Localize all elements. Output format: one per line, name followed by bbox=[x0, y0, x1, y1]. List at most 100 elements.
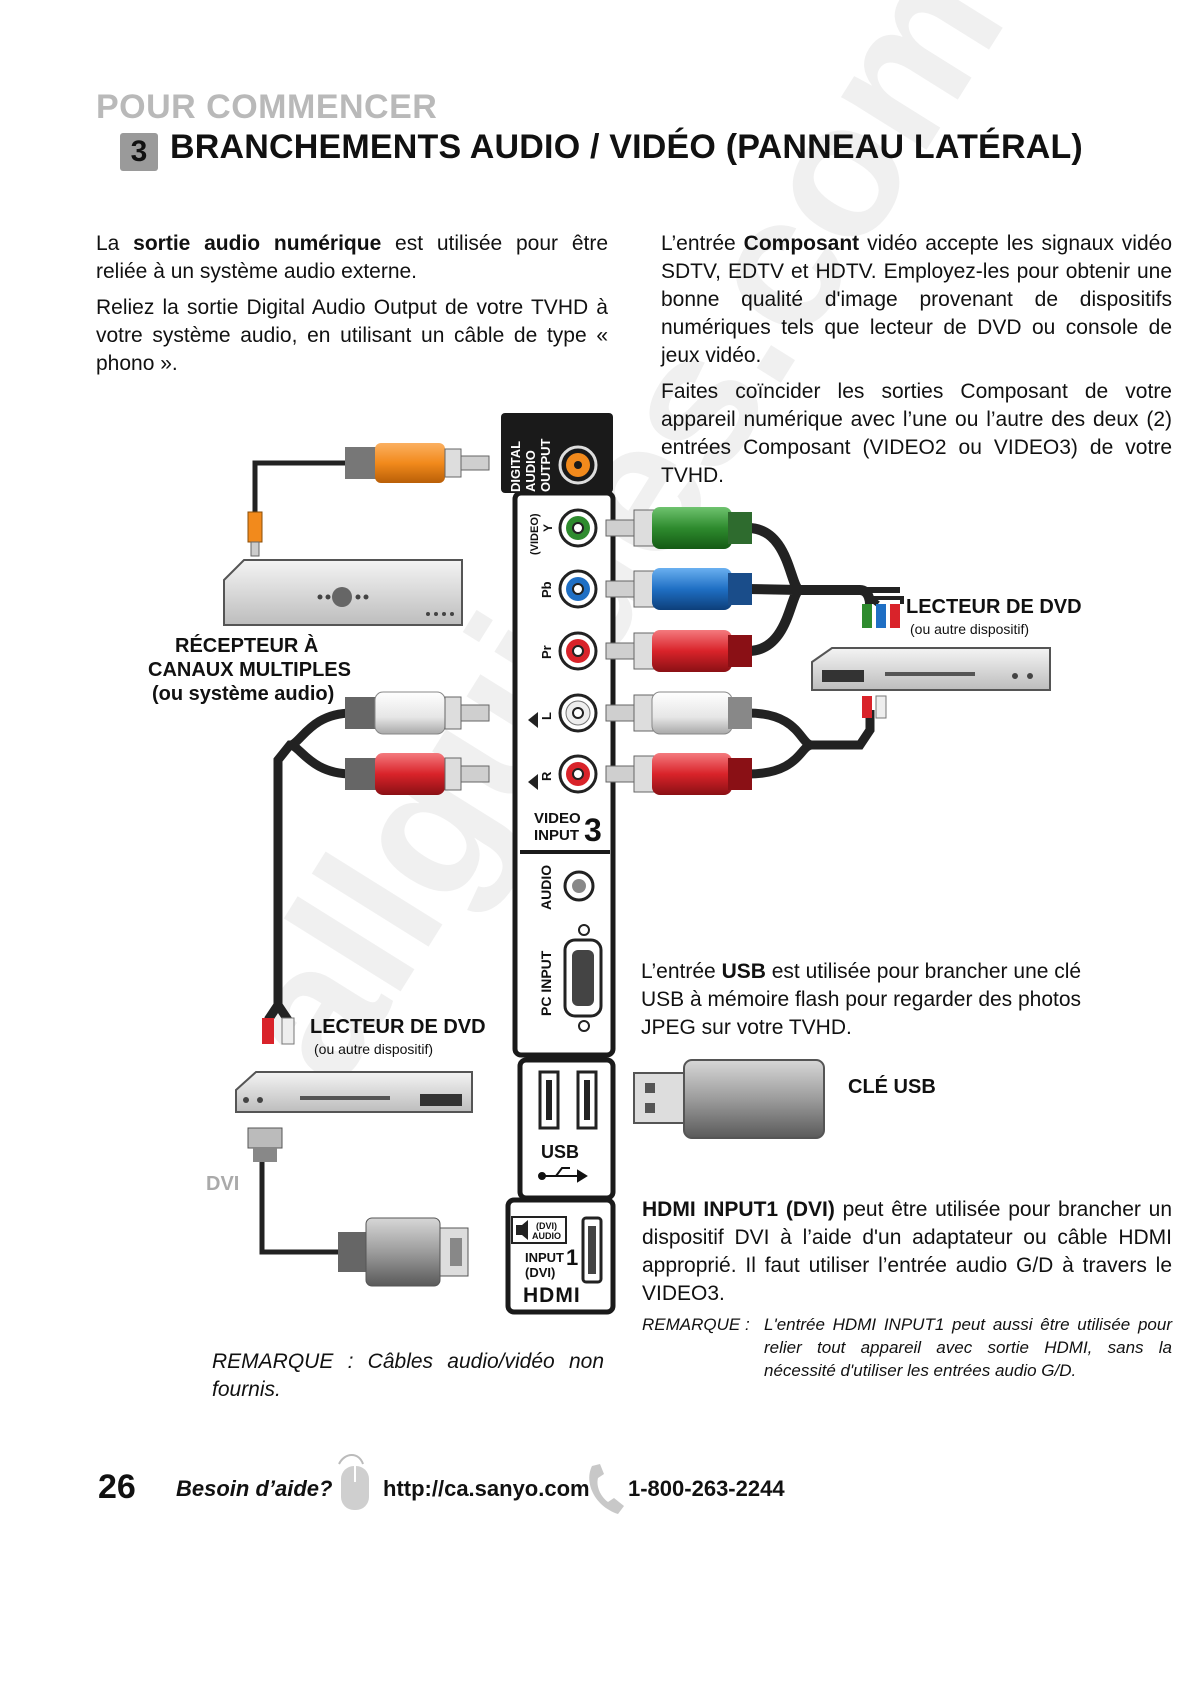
note-right-label: REMARQUE : bbox=[642, 1315, 750, 1334]
dvi-hdmi-cable bbox=[259, 1160, 345, 1255]
receiver-label-line1: RÉCEPTEUR À bbox=[175, 634, 318, 657]
rca-plug-small-red bbox=[890, 604, 900, 628]
left-intro-p2: Reliez la sortie Digital Audio Output de… bbox=[96, 296, 608, 375]
bold-term: HDMI INPUT1 (DVI) bbox=[642, 1198, 835, 1221]
dvd-player-left bbox=[235, 1071, 473, 1113]
video-input-label-2: INPUT bbox=[534, 827, 579, 844]
hdmi-logo: HDMI bbox=[523, 1284, 581, 1307]
phone-icon bbox=[589, 1464, 624, 1514]
rca-plug-small-blue bbox=[876, 604, 886, 628]
component-cable-split bbox=[866, 596, 904, 604]
digital-audio-cable bbox=[252, 460, 352, 512]
audio-cable-right bbox=[747, 708, 875, 779]
rca-plug-red-left bbox=[345, 753, 490, 795]
receiver-device bbox=[223, 559, 463, 626]
orange-rca-plug-small bbox=[247, 511, 263, 557]
usb-paragraph: L’entrée USB est utilisée pour brancher … bbox=[641, 958, 1111, 1042]
bold-term: sortie audio numérique bbox=[133, 232, 382, 255]
text: La bbox=[96, 232, 134, 255]
section-kicker: POUR COMMENCER bbox=[96, 88, 438, 126]
right-intro-p1: L’entrée Composant vidéo accepte les sig… bbox=[661, 230, 1172, 370]
text: L’entrée bbox=[661, 232, 744, 255]
mouse-icon bbox=[338, 1454, 369, 1510]
digital-audio-jack[interactable] bbox=[558, 445, 598, 485]
usb-key bbox=[633, 1059, 825, 1139]
digital-audio-label-3: OUTPUT bbox=[538, 439, 553, 493]
rca-plug-small-pair bbox=[862, 695, 887, 719]
usb-key-label: CLÉ USB bbox=[848, 1075, 936, 1098]
left-intro: La sortie audio numérique est utilisée p… bbox=[96, 230, 608, 378]
rca-plug-green bbox=[605, 507, 752, 549]
hdmi-input-label-1: INPUT bbox=[525, 1250, 564, 1265]
text: L’entrée bbox=[641, 960, 722, 983]
speaker-icon bbox=[516, 1220, 528, 1240]
text: vidéo accepte les signaux vidéo SDTV, ED… bbox=[661, 232, 1172, 367]
usb-symbol-icon bbox=[538, 1167, 588, 1183]
hdmi-plug bbox=[338, 1217, 469, 1287]
dvd-left-sublabel: (ou autre dispositif) bbox=[314, 1041, 433, 1057]
rca-plug-red-right bbox=[605, 753, 752, 795]
usb-port-label: USB bbox=[541, 1142, 579, 1162]
hdmi-paragraph: HDMI INPUT1 (DVI) peut être utilisée pou… bbox=[642, 1196, 1172, 1308]
video-input-label-1: VIDEO bbox=[534, 810, 581, 827]
arrow-icon bbox=[528, 774, 538, 790]
pb-label: Pb bbox=[539, 581, 554, 598]
digital-audio-label-1: DIGITAL bbox=[508, 441, 523, 492]
jack-pb[interactable] bbox=[558, 569, 598, 609]
bold-term: USB bbox=[721, 960, 766, 983]
jack-audio-l[interactable] bbox=[558, 693, 598, 733]
r-label: R bbox=[539, 771, 554, 781]
footer-url[interactable]: http://ca.sanyo.com bbox=[383, 1476, 590, 1501]
receiver-label-line3: (ou système audio) bbox=[152, 683, 334, 705]
y-label: Y bbox=[541, 524, 555, 532]
l-label: L bbox=[539, 712, 554, 720]
footer-phone[interactable]: 1-800-263-2244 bbox=[628, 1476, 785, 1501]
pc-audio-jack[interactable] bbox=[563, 870, 595, 902]
rca-plug-white-left bbox=[345, 691, 490, 735]
dvi-plug bbox=[247, 1127, 283, 1162]
component-cable-bundle bbox=[747, 523, 875, 656]
dvd-right-label: LECTEUR DE DVD bbox=[906, 596, 1082, 618]
video-input-number: 3 bbox=[584, 812, 602, 848]
text: est utilisée pour brancher une clé USB à… bbox=[641, 960, 1082, 1039]
bold-term: Composant bbox=[743, 232, 860, 255]
jack-pr[interactable] bbox=[558, 631, 598, 671]
pr-label: Pr bbox=[539, 645, 554, 659]
hdmi-input-number: 1 bbox=[566, 1245, 578, 1270]
orange-rca-plug bbox=[345, 443, 490, 483]
video-label: (VIDEO) bbox=[529, 513, 541, 555]
note-right-text: L'entrée HDMI INPUT1 peut aussi être uti… bbox=[764, 1315, 1172, 1380]
right-intro: L’entrée Composant vidéo accepte les sig… bbox=[661, 230, 1172, 490]
dvi-audio-label-1: (DVI) bbox=[536, 1221, 557, 1231]
note-left: REMARQUE : Câbles audio/vidéo non fourni… bbox=[212, 1350, 604, 1401]
dvd-player-right bbox=[811, 647, 1051, 691]
rca-plug-small-green bbox=[862, 604, 872, 628]
rca-plug-white-right bbox=[605, 691, 752, 735]
dvd-left-label: LECTEUR DE DVD bbox=[310, 1016, 486, 1038]
page-title: BRANCHEMENTS AUDIO / VIDÉO (PANNEAU LATÉ… bbox=[170, 128, 1083, 166]
rca-plug-small-pair-left bbox=[262, 1017, 295, 1045]
rca-plug-blue bbox=[605, 568, 752, 610]
usb-port-1[interactable] bbox=[538, 1070, 560, 1130]
usb-port-2[interactable] bbox=[576, 1070, 598, 1130]
audio-cable-left bbox=[264, 708, 353, 1023]
jack-y[interactable] bbox=[558, 508, 598, 548]
right-intro-p2: Faites coïncider les sorties Composant d… bbox=[661, 380, 1172, 487]
vga-port[interactable] bbox=[563, 924, 603, 1032]
hdmi-port[interactable] bbox=[581, 1216, 603, 1284]
tv-side-panel bbox=[501, 413, 616, 1315]
text: peut être utilisée pour brancher un disp… bbox=[642, 1198, 1172, 1305]
dvi-label: DVI bbox=[206, 1173, 239, 1195]
jack-audio-r[interactable] bbox=[558, 754, 598, 794]
pc-input-label: PC INPUT bbox=[538, 950, 554, 1016]
step-number-badge: 3 bbox=[120, 133, 158, 171]
digital-audio-label-2: AUDIO bbox=[523, 450, 538, 492]
text: est utilisée pour être reliée à un systè… bbox=[96, 232, 609, 283]
left-intro-p1: La sortie audio numérique est utilisée p… bbox=[96, 230, 608, 286]
hdmi-input-label-2: (DVI) bbox=[525, 1265, 555, 1280]
rca-plug-red bbox=[605, 630, 752, 672]
dvd-right-sublabel: (ou autre dispositif) bbox=[910, 621, 1029, 637]
footer-help: Besoin d’aide? bbox=[176, 1476, 333, 1501]
arrow-icon bbox=[528, 712, 538, 728]
